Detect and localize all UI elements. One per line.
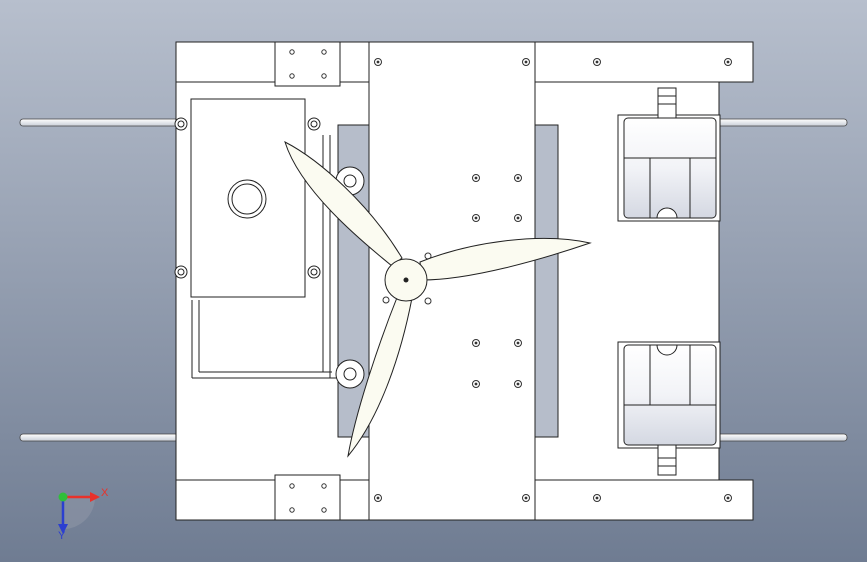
mounting-holes [289,49,732,513]
mounting-hole-center [516,341,520,345]
mounting-hole-center [595,496,599,500]
front-left-axle[interactable] [19,118,179,127]
box-mount-tr-in [310,120,318,128]
right-slot [533,124,559,438]
y-axis-label: Y [58,530,66,542]
mounting-hole-center [376,60,380,64]
z-axis-marker [58,492,68,502]
mounting-hole [424,297,432,305]
propeller[interactable] [284,141,592,458]
upper-motor-shaft-collar [657,87,677,119]
coordinate-triad [58,492,100,534]
mounting-hole-center [726,60,730,64]
upper-motor[interactable] [617,87,721,222]
upper-motor-body[interactable] [623,117,717,219]
top-right-crossbar[interactable] [533,41,754,83]
box-mount-tl-in [177,120,185,128]
propeller-blade-lower[interactable] [347,294,413,458]
top-bracket[interactable] [274,41,341,87]
x-axis-arrowhead [90,492,100,502]
drive-motors[interactable] [617,87,721,476]
y-axis-arrowhead [58,524,68,534]
bottom-bracket[interactable] [274,474,341,521]
propeller-blade-upper[interactable] [284,141,403,267]
mounting-hole [289,73,295,79]
upper-motor-cap [656,207,678,219]
upper-idler-hub [343,174,357,188]
mounting-hole [321,49,327,55]
triad-shadow [63,497,95,529]
propeller-shaft [403,277,409,283]
mounting-hole-center [474,216,478,220]
lower-idler-hub [343,367,357,381]
mounting-hole-center [726,496,730,500]
mounting-hole [321,73,327,79]
control-box-port-inner [231,183,263,215]
mounting-hole-center [595,60,599,64]
mounting-hole-center [516,176,520,180]
lower-motor[interactable] [617,341,721,476]
lower-motor-cap [656,344,678,356]
mounting-hole-center [516,216,520,220]
box-mount-br-in [310,268,318,276]
mount-brackets[interactable] [274,41,341,521]
control-box-assembly[interactable] [174,98,346,379]
mounting-hole-center [474,176,478,180]
lower-motor-body[interactable] [623,344,717,446]
propeller-blade-right[interactable] [419,237,592,281]
mounting-hole [289,507,295,513]
mounting-hole [382,296,390,304]
mounting-hole [289,483,295,489]
mounting-hole-center [524,496,528,500]
mounting-hole [289,49,295,55]
mounting-hole [321,483,327,489]
bottom-right-crossbar[interactable] [533,479,754,521]
mounting-hole-center [376,496,380,500]
mounting-hole [321,507,327,513]
box-mount-bl-in [177,268,185,276]
x-axis-label: X [101,487,109,499]
rear-right-axle[interactable] [714,433,848,442]
lower-motor-shaft-collar [657,444,677,476]
mounting-hole-center [474,382,478,386]
mounting-hole-center [524,60,528,64]
rear-left-axle[interactable] [19,433,179,442]
front-right-axle[interactable] [714,118,848,127]
mounting-hole-center [474,341,478,345]
mounting-hole-center [516,382,520,386]
